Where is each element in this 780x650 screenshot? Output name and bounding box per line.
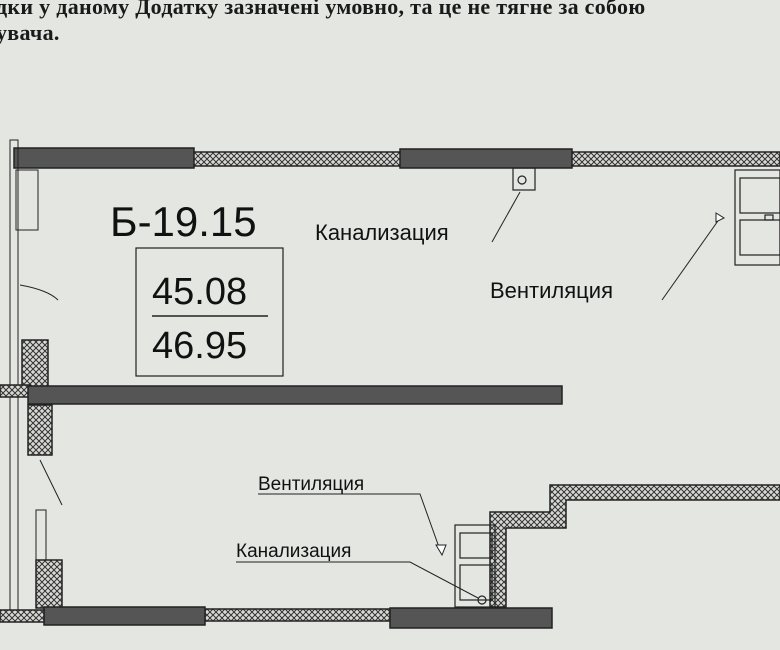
label-sewer-bottom: Канализация (236, 541, 351, 562)
leader-sewer-bottom (236, 561, 479, 599)
vent-arrow-top (715, 212, 726, 223)
note-line-1: дки у даному Додатку зазначені умовно, т… (0, 0, 646, 19)
area-box (135, 247, 284, 377)
wall-left-hatched-3 (35, 559, 63, 609)
unit-id: Б-19.15 (110, 198, 257, 245)
door-swing-left (19, 284, 63, 506)
wall-bottom-solid-2 (389, 607, 553, 629)
shaft-bottom (454, 524, 496, 608)
label-vent-bottom: Вентиляция (258, 474, 364, 495)
leader-sewer-top (491, 191, 521, 243)
wall-left-frame (9, 139, 19, 621)
leader-vent-top (661, 217, 721, 301)
wall-bottom-hatched (204, 608, 391, 622)
wall-partition (27, 385, 563, 405)
shaft-top-right (734, 169, 780, 266)
leader-vent-bottom (258, 493, 441, 551)
window-left-lower (35, 509, 47, 561)
area-total: 46.95 (152, 325, 247, 367)
note-line-2: увача. (0, 20, 60, 45)
window-left (15, 169, 39, 231)
wall-top-solid-1 (13, 147, 195, 169)
wall-top-solid-2 (399, 148, 573, 169)
wall-bottom-solid-1 (43, 606, 206, 626)
wall-lower-right (489, 484, 780, 608)
wall-left-hatched-1 (21, 339, 49, 389)
wall-left-hatched-2 (27, 404, 53, 456)
sewer-riser-top (512, 167, 536, 191)
area-living: 45.08 (152, 271, 247, 313)
vent-arrow-bottom (435, 544, 447, 557)
label-sewer-top: Канализация (315, 220, 449, 245)
wall-bottom-stub (0, 609, 45, 623)
label-vent-top: Вентиляция (490, 278, 613, 303)
wall-stub-left (0, 384, 31, 398)
